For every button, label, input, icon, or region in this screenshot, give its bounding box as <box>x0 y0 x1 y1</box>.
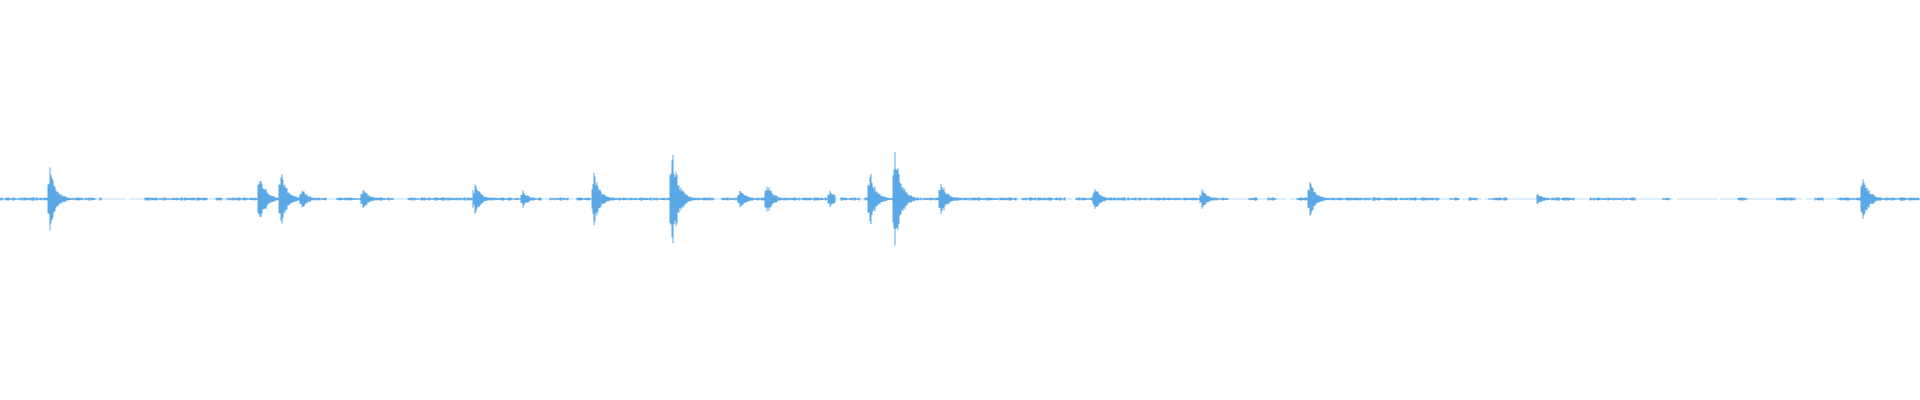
waveform-trace <box>0 152 1920 246</box>
